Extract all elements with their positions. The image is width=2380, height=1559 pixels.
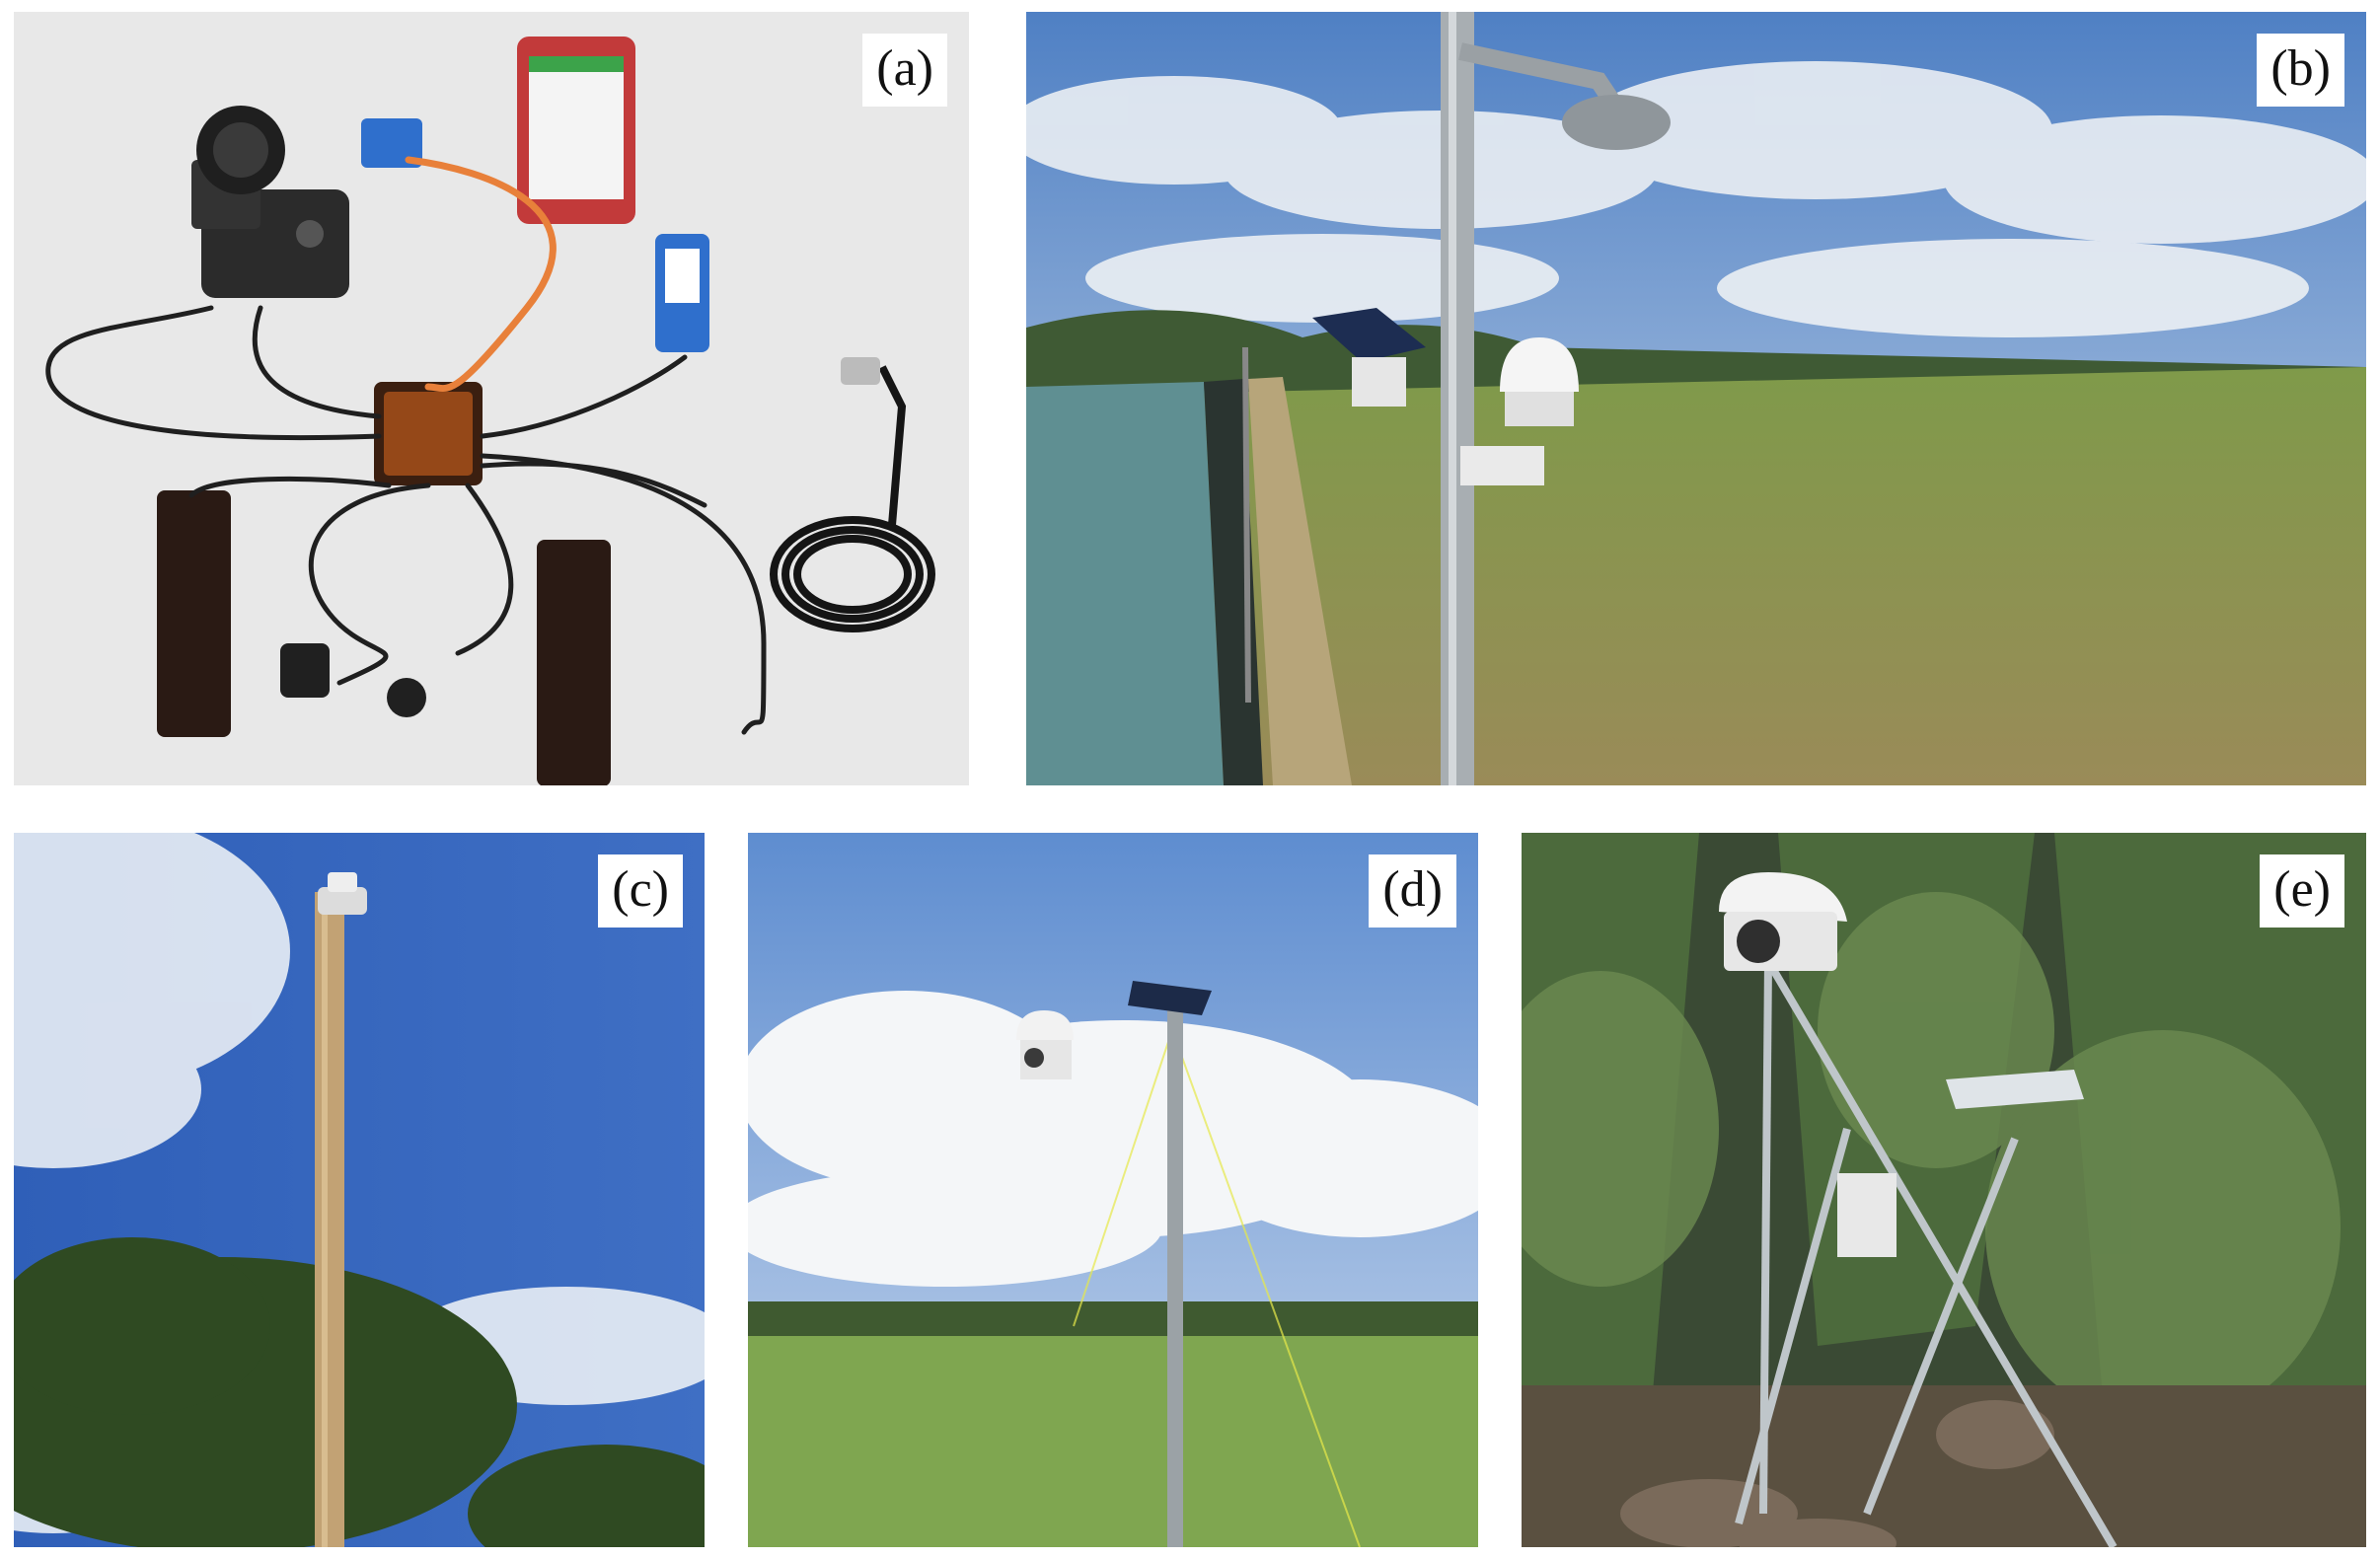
rocks-icon [1620, 1400, 2054, 1547]
panel-label: (a) [862, 34, 947, 107]
road-icon [1248, 377, 1352, 785]
camera-housing-icon [318, 872, 367, 915]
grassland-icon [748, 1336, 1478, 1547]
tripod-icon [1735, 958, 2118, 1547]
panel-label: (d) [1369, 854, 1456, 928]
cables-icon [45, 156, 767, 735]
guy-wire-icon [1073, 1029, 1173, 1327]
camera-housing-icon [1719, 872, 1847, 971]
light-pole-icon [1242, 346, 1251, 704]
clouds-icon [1026, 61, 2366, 337]
camera-body-icon [191, 106, 349, 298]
controller-box-icon [374, 382, 483, 485]
panel-label: (e) [2260, 854, 2344, 928]
sensor-pole-icon [1441, 12, 1671, 785]
solar-panel-icon [1946, 1070, 2084, 1109]
connector-plug-icon [280, 643, 330, 698]
battery-pack-icon [157, 490, 231, 737]
guy-wire-icon [1171, 1029, 1361, 1547]
panel-c-wooden-pole-photo: (c) [14, 833, 705, 1547]
reservoir-water-icon [1026, 382, 1224, 785]
grassland-icon [1026, 367, 2366, 785]
usb-drive-icon [841, 357, 880, 385]
solar-panel-icon [1128, 981, 1212, 1015]
smartphone-icon [517, 37, 635, 224]
panel-label: (c) [598, 854, 683, 928]
camera-housing-icon [1016, 1010, 1074, 1079]
battery-pack-icon [537, 540, 611, 785]
metal-mast-icon [1167, 1010, 1183, 1547]
coiled-cable-icon [770, 365, 935, 632]
data-logger-icon [655, 234, 709, 352]
camera-housing-icon [1460, 337, 1579, 485]
clouds-icon [748, 991, 1478, 1287]
tree-icon [14, 1237, 705, 1547]
panel-b-reservoir-station-photo: (b) [1026, 12, 2366, 785]
connector-plug-icon [387, 678, 426, 717]
panel-d-field-mast-photo: (d) [748, 833, 1478, 1547]
panel-e-forest-tripod-photo: (e) [1522, 833, 2366, 1547]
panel-a-camera-kit-photo: (a) [14, 12, 969, 785]
wooden-pole-icon [315, 892, 344, 1547]
enclosure-box-icon [1837, 1173, 1897, 1257]
panel-label: (b) [2257, 34, 2344, 107]
tree-line-icon [748, 1301, 1478, 1341]
blue-device-icon [361, 118, 422, 168]
solar-panel-icon [1312, 308, 1426, 407]
